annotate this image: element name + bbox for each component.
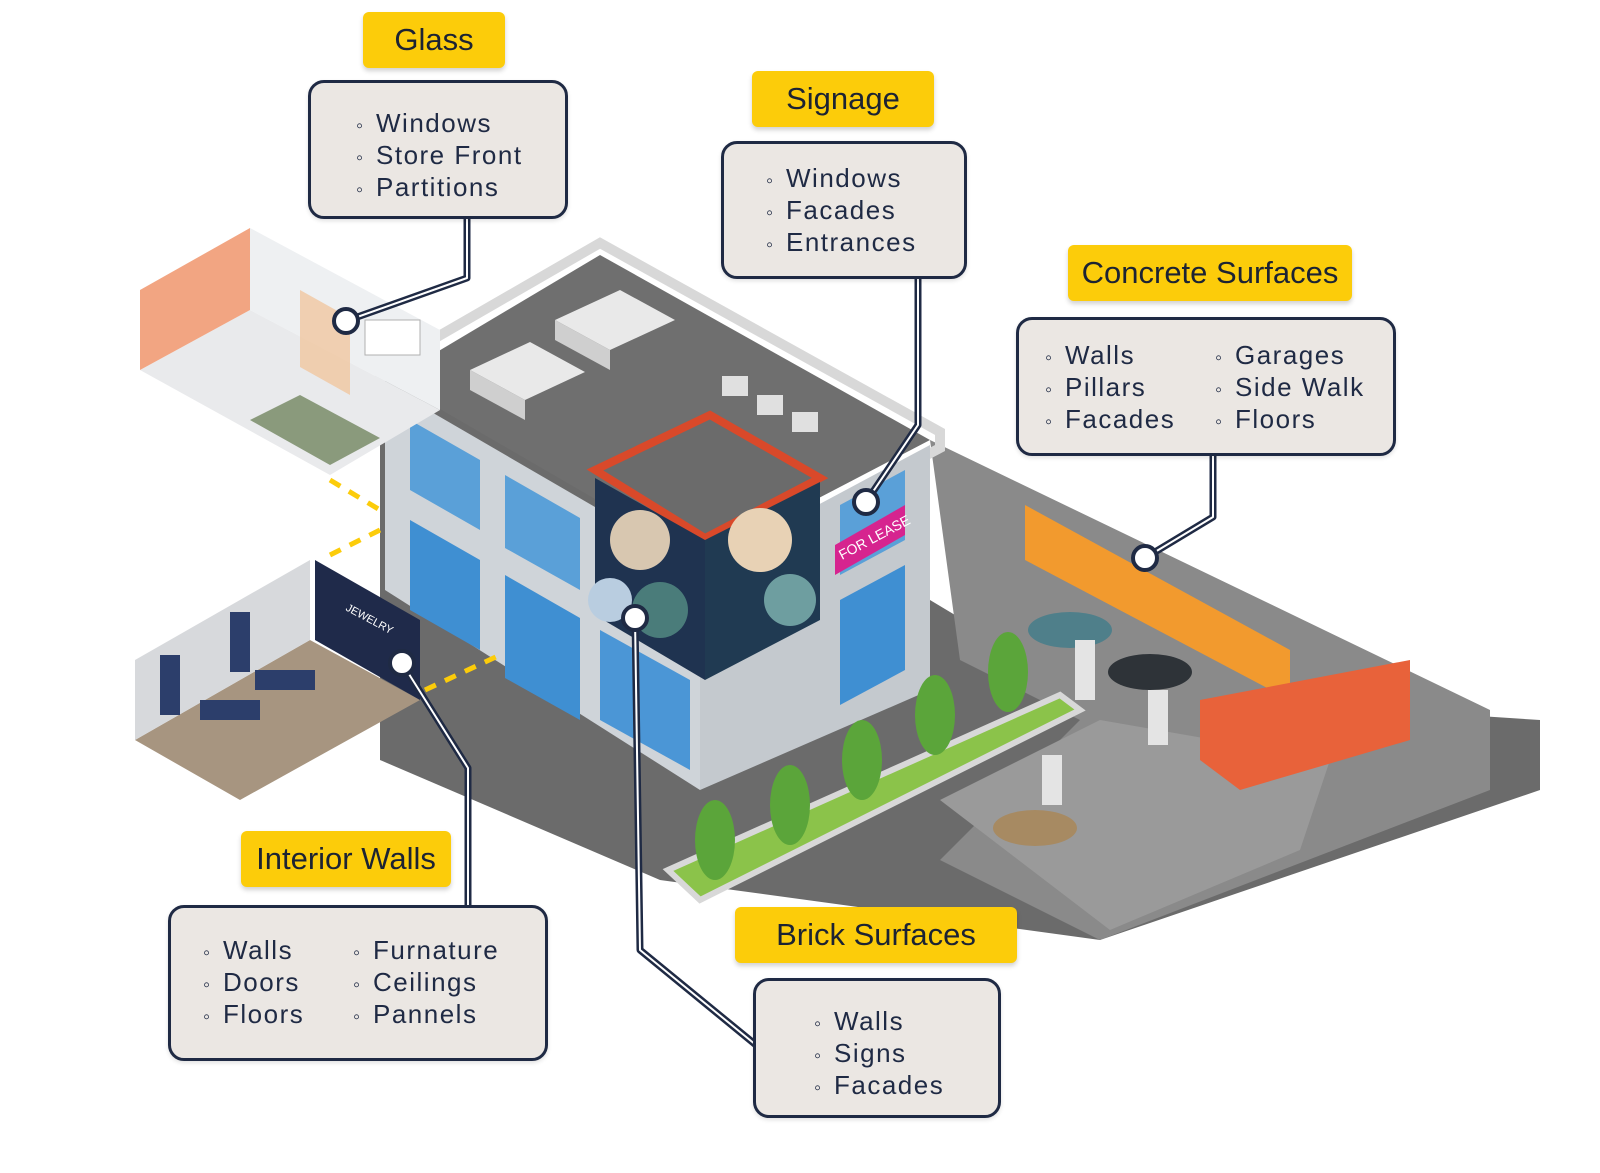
window-glass bbox=[410, 420, 480, 530]
brick-pattern bbox=[588, 578, 632, 622]
tree bbox=[770, 765, 810, 845]
lab-whiteboard bbox=[364, 319, 421, 356]
pillar bbox=[1148, 690, 1168, 745]
glass-item: Windows bbox=[356, 107, 523, 139]
store-door bbox=[230, 612, 250, 672]
signage-item: Windows bbox=[766, 162, 917, 194]
window-glass bbox=[600, 630, 690, 770]
window-glass bbox=[840, 565, 905, 705]
tree bbox=[842, 720, 882, 800]
concrete-item: Side Walk bbox=[1215, 371, 1365, 403]
roof-vent bbox=[792, 412, 818, 432]
interior-item: Walls bbox=[203, 934, 304, 966]
brick-title: Brick Surfaces bbox=[735, 907, 1017, 963]
pillar bbox=[1075, 640, 1095, 700]
lab-back-wall bbox=[140, 228, 250, 370]
for-lease-sign bbox=[835, 505, 905, 575]
store-door bbox=[160, 655, 180, 715]
glass-leader bbox=[345, 218, 468, 322]
concrete-item: Floors bbox=[1215, 403, 1365, 435]
tree bbox=[915, 675, 955, 755]
interior-item: Pannels bbox=[353, 998, 499, 1030]
mural-wall bbox=[1025, 505, 1290, 700]
signage-item: Entrances bbox=[766, 226, 917, 258]
roof-vent bbox=[722, 376, 748, 396]
interior-title: Interior Walls bbox=[241, 831, 451, 887]
concrete-title: Concrete Surfaces bbox=[1068, 245, 1352, 301]
leader-dot bbox=[388, 649, 416, 677]
leader-dot bbox=[1131, 544, 1159, 572]
car bbox=[1108, 654, 1192, 690]
store-display-case bbox=[200, 700, 260, 720]
roof-unit bbox=[470, 342, 585, 400]
store-display-case bbox=[255, 670, 315, 690]
roof-vent bbox=[757, 395, 783, 415]
interior-item: Floors bbox=[203, 998, 304, 1030]
roof-unit bbox=[555, 320, 610, 370]
mural-wall bbox=[1200, 660, 1410, 790]
brick-pattern bbox=[728, 508, 792, 572]
signage-item: Facades bbox=[766, 194, 917, 226]
leader-dot bbox=[332, 307, 360, 335]
roof-unit bbox=[470, 370, 525, 420]
interior-box: Walls Doors Floors Furnature Ceilings Pa… bbox=[168, 905, 548, 1061]
signage-title: Signage bbox=[752, 71, 934, 127]
leader-lines bbox=[344, 218, 1217, 1048]
dashed-connector bbox=[328, 477, 382, 513]
glass-title: Glass bbox=[363, 12, 505, 68]
interior-item: Furnature bbox=[353, 934, 499, 966]
interior-item: Ceilings bbox=[353, 966, 499, 998]
dashed-connector bbox=[423, 652, 502, 693]
brick-leader bbox=[634, 617, 757, 1046]
brick-pattern bbox=[610, 510, 670, 570]
interior-leader bbox=[401, 662, 469, 908]
tree bbox=[695, 800, 735, 880]
leader-endpoints bbox=[332, 307, 1159, 677]
lab-floor-green bbox=[250, 395, 380, 465]
brick-item: Walls bbox=[814, 1005, 944, 1037]
leader-dot bbox=[621, 604, 649, 632]
tree bbox=[988, 632, 1028, 712]
glass-item: Partitions bbox=[356, 171, 523, 203]
window-glass bbox=[410, 520, 480, 650]
window-glass bbox=[505, 475, 580, 590]
brick-cube-top bbox=[586, 410, 829, 543]
brick-item: Signs bbox=[814, 1037, 944, 1069]
brick-item: Facades bbox=[814, 1069, 944, 1101]
store-floor bbox=[135, 640, 420, 800]
glass-item: Store Front bbox=[356, 139, 523, 171]
concrete-item: Garages bbox=[1215, 339, 1365, 371]
roof-unit bbox=[555, 290, 675, 350]
car bbox=[1028, 612, 1112, 648]
signage-box: Windows Facades Entrances bbox=[721, 141, 967, 279]
car bbox=[993, 810, 1077, 846]
concrete-leader bbox=[1144, 455, 1214, 559]
brick-pattern bbox=[764, 574, 816, 626]
leader-dot bbox=[852, 488, 880, 516]
concrete-box: Walls Pillars Facades Garages Side Walk … bbox=[1016, 317, 1396, 456]
concrete-item: Facades bbox=[1045, 403, 1175, 435]
concrete-item: Pillars bbox=[1045, 371, 1175, 403]
window-glass bbox=[505, 575, 580, 720]
pillar bbox=[1042, 755, 1062, 805]
dashed-connector bbox=[328, 527, 382, 558]
glass-box: Windows Store Front Partitions bbox=[308, 80, 568, 219]
concrete-leader bbox=[1143, 455, 1217, 561]
signage-leader bbox=[865, 278, 919, 503]
interior-item: Doors bbox=[203, 966, 304, 998]
concrete-item: Walls bbox=[1045, 339, 1175, 371]
brick-box: Walls Signs Facades bbox=[753, 978, 1001, 1118]
